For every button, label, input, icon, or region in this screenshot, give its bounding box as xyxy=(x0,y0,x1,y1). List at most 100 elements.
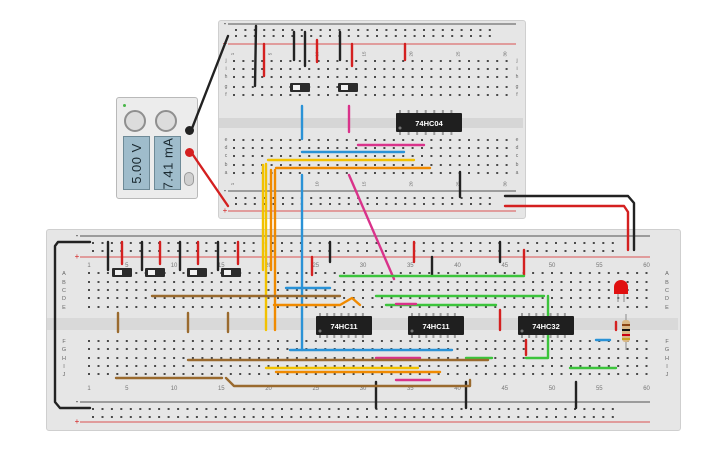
chip-pin xyxy=(453,313,456,316)
chip-notch-icon xyxy=(318,329,322,333)
column-number: 5 xyxy=(125,386,129,392)
switch-slider[interactable] xyxy=(190,270,197,275)
power-lead-negative[interactable] xyxy=(189,34,230,133)
column-number: 30 xyxy=(503,51,508,57)
led-body xyxy=(614,287,628,294)
row-letter: d xyxy=(225,145,228,151)
row-letter: E xyxy=(62,305,66,311)
column-number: 25 xyxy=(456,51,461,57)
chip-pin xyxy=(399,132,401,135)
switch-slider[interactable] xyxy=(148,270,155,275)
chip-pin xyxy=(556,335,559,338)
chip-pin xyxy=(450,110,453,113)
chip-pin xyxy=(535,313,538,316)
column-number: 50 xyxy=(549,386,556,392)
chip-pin xyxy=(542,335,545,338)
chip-pin xyxy=(425,313,428,316)
current-knob[interactable] xyxy=(155,110,177,132)
chip-body xyxy=(408,316,464,335)
column-number: 45 xyxy=(501,263,508,269)
chip-pin xyxy=(340,335,343,338)
chip-pin xyxy=(424,132,427,135)
column-number: 15 xyxy=(218,263,225,269)
row-letter: D xyxy=(665,296,669,302)
chip-pin xyxy=(432,313,435,316)
chip-notch-icon xyxy=(520,329,524,333)
row-letter: D xyxy=(62,296,66,302)
column-number: 60 xyxy=(643,386,650,392)
switch-slider[interactable] xyxy=(341,85,348,90)
row-letter: I xyxy=(666,364,668,370)
row-letter: H xyxy=(665,356,669,362)
rail-jumper-power[interactable] xyxy=(503,204,630,252)
row-letter: i xyxy=(516,66,517,72)
chip-pin xyxy=(319,335,321,338)
chip-pin xyxy=(528,313,531,316)
chip-pin xyxy=(354,335,357,338)
ic-chip[interactable]: 74HC32 xyxy=(518,313,574,338)
column-number: 25 xyxy=(312,386,319,392)
chip-pin xyxy=(411,335,413,338)
column-number: 10 xyxy=(315,181,320,187)
switch-slider[interactable] xyxy=(293,85,300,90)
column-number: 20 xyxy=(409,51,414,57)
rail-jumper-ground[interactable] xyxy=(503,194,636,252)
chip-label: 74HC11 xyxy=(422,322,449,331)
chip-pin xyxy=(528,335,531,338)
row-letter: C xyxy=(665,288,669,294)
resistor-band xyxy=(622,334,630,336)
ic-chip[interactable]: 74HC11 xyxy=(408,313,464,338)
power-lead-positive[interactable] xyxy=(189,150,230,208)
switch-slider[interactable] xyxy=(115,270,122,275)
column-number: 20 xyxy=(409,181,414,187)
column-number: 20 xyxy=(265,263,272,269)
column-number: 45 xyxy=(501,386,508,392)
chip-pin xyxy=(549,313,552,316)
rail-polarity-icon: + xyxy=(223,206,228,215)
power-switch[interactable] xyxy=(184,172,194,186)
negative-terminal-icon[interactable] xyxy=(185,126,194,135)
column-number: 30 xyxy=(503,181,508,187)
chip-pin xyxy=(450,132,453,135)
wire[interactable] xyxy=(224,376,472,388)
column-number: 35 xyxy=(407,386,414,392)
center-channel xyxy=(219,118,523,128)
chip-pin xyxy=(446,335,449,338)
chip-pin xyxy=(399,110,401,113)
ic-chip[interactable]: 74HC11 xyxy=(316,313,372,338)
wire[interactable] xyxy=(272,296,362,307)
power-supply: 5.00 V 7.41 mA xyxy=(116,97,198,199)
wire[interactable] xyxy=(347,173,396,281)
column-number: 20 xyxy=(265,386,272,392)
chip-pin xyxy=(549,335,552,338)
row-letter: h xyxy=(516,74,519,80)
chip-pin xyxy=(319,313,321,316)
chip-pin xyxy=(446,313,449,316)
ic-chip[interactable]: 74HC04 xyxy=(396,110,462,135)
chip-pin xyxy=(563,335,566,338)
column-number: 15 xyxy=(362,51,367,57)
chip-pin xyxy=(432,335,435,338)
row-letter: c xyxy=(516,153,519,159)
ground-rail-loop[interactable] xyxy=(53,240,92,410)
chip-pin xyxy=(347,335,350,338)
row-letter: f xyxy=(225,92,227,98)
switch-slider[interactable] xyxy=(224,270,231,275)
resistor-band xyxy=(622,329,630,331)
row-letter: G xyxy=(62,347,66,353)
row-letter: A xyxy=(62,271,66,277)
wire[interactable] xyxy=(253,24,258,88)
row-letter: B xyxy=(62,280,66,286)
chip-pin xyxy=(416,132,419,135)
chip-pin xyxy=(424,110,427,113)
row-letter: c xyxy=(225,153,228,159)
positive-terminal-icon[interactable] xyxy=(185,148,194,157)
column-number: 1 xyxy=(230,182,235,185)
column-number: 10 xyxy=(171,386,178,392)
chip-pin xyxy=(521,335,523,338)
chip-pin xyxy=(418,335,421,338)
row-letter: G xyxy=(665,347,669,353)
row-letter: g xyxy=(516,84,519,90)
voltage-knob[interactable] xyxy=(124,110,146,132)
